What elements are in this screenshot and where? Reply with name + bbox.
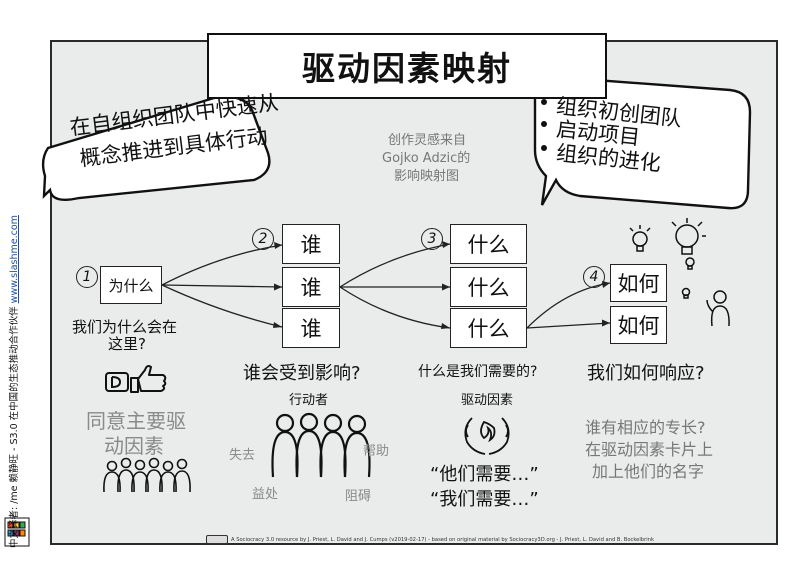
benefit-label: 益处 — [252, 487, 279, 502]
why-caption-line2: 这里? — [108, 335, 146, 353]
step-number-1: 1 — [76, 266, 98, 288]
connector-lines — [161, 243, 611, 329]
what-card: 什么 — [450, 267, 527, 307]
inspiration-line2: Gojko Adzic的 — [382, 151, 471, 166]
step-number-2: 2 — [252, 228, 274, 250]
step-number-3: 3 — [421, 228, 443, 250]
translator-credit: 中文译者: /me 赖静旺 - S3.0 在中国的生态推动合作伙伴 www.sl… — [6, 215, 20, 548]
what-card: 什么 — [450, 308, 527, 348]
who-caption: 谁会受到影响? — [243, 363, 361, 384]
actors-label: 行动者 — [289, 393, 329, 408]
step-number-4: 4 — [583, 266, 605, 288]
what-card: 什么 — [450, 224, 527, 264]
who-card: 谁 — [282, 308, 340, 348]
what-caption: 什么是我们需要的? — [418, 364, 538, 380]
people-row-icon — [271, 412, 371, 478]
translator-link[interactable]: www.slashme.com — [9, 215, 20, 304]
needs-line2: “我们需要…” — [430, 489, 539, 510]
why-card: 为什么 — [100, 266, 162, 304]
how-card: 如何 — [610, 306, 667, 344]
hinder-label: 阻碍 — [345, 489, 372, 504]
expertise-line1: 谁有相应的专长? — [585, 418, 706, 437]
hands-flame-icon — [464, 417, 510, 455]
s3-logo-icon — [4, 517, 30, 547]
expertise-line2: 在驱动因素卡片上 — [585, 440, 714, 459]
lightbulb-icon — [629, 218, 706, 255]
thumbs-up-icon — [130, 365, 167, 393]
left-speech-bubble — [41, 95, 271, 201]
lose-label: 失去 — [229, 448, 256, 463]
needs-line1: “他们需要…” — [430, 464, 539, 485]
translator-text: 中文译者: /me 赖静旺 - S3.0 在中国的生态推动合作伙伴 — [9, 303, 20, 548]
arrowheads — [273, 241, 610, 329]
drag-logo-icon — [105, 372, 129, 392]
expertise-line3: 加上他们的名字 — [592, 462, 705, 481]
bullet-dots — [541, 99, 547, 151]
help-label: 帮助 — [363, 444, 390, 459]
why-caption-line1: 我们为什么会在 — [72, 318, 178, 336]
inspiration-line3: 影响映射图 — [394, 169, 460, 184]
how-caption: 我们如何响应? — [587, 363, 705, 384]
footer-credit: A Sociocracy 3.0 resource by J. Priest, … — [206, 535, 654, 544]
page-title: 驱动因素映射 — [207, 33, 607, 99]
how-card: 如何 — [610, 264, 667, 302]
agree-line1: 同意主要驱 — [86, 409, 186, 433]
person-ideas-icon — [681, 257, 730, 327]
who-card: 谁 — [282, 267, 340, 307]
inspiration-line1: 创作灵感来自 — [388, 133, 467, 148]
people-group-icon — [103, 457, 191, 493]
footer-text: A Sociocracy 3.0 resource by J. Priest, … — [231, 537, 654, 543]
agree-line2: 动因素 — [104, 434, 164, 458]
drivers-label: 驱动因素 — [461, 393, 514, 408]
who-card: 谁 — [282, 224, 340, 264]
cc-license-icon — [206, 535, 228, 544]
